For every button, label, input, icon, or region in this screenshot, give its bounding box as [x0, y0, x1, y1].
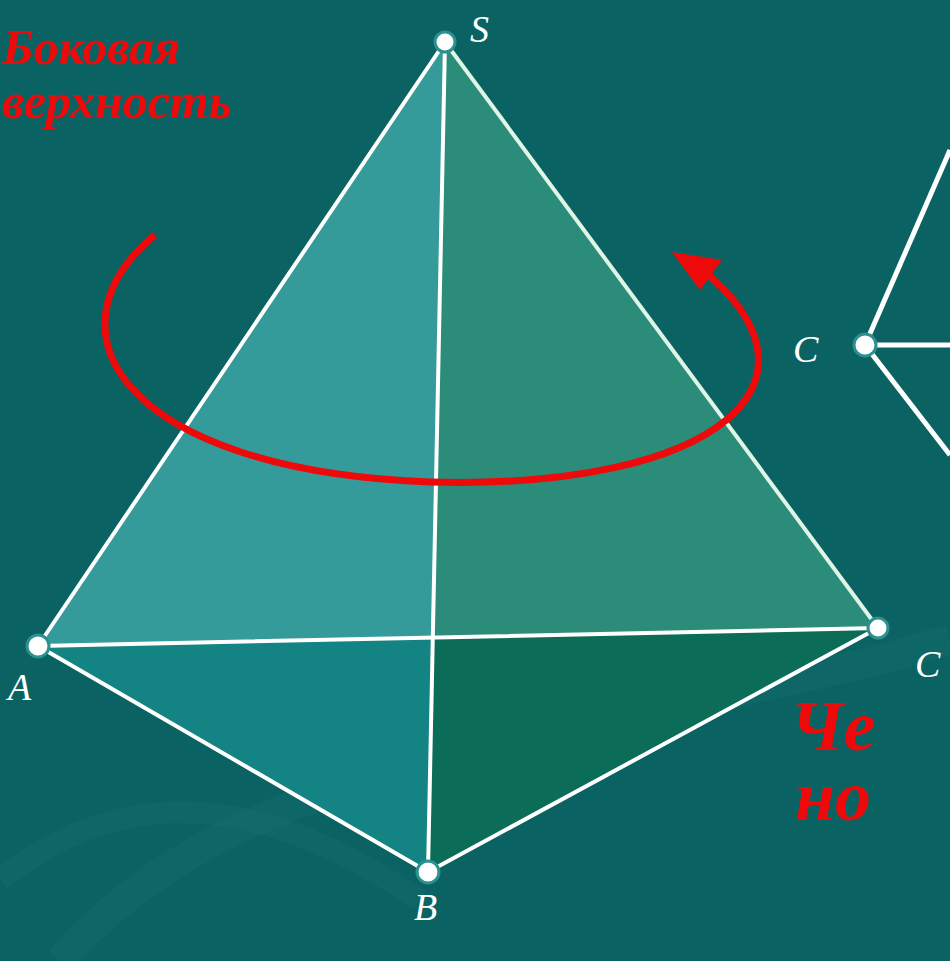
surface-caption: верхность — [2, 76, 232, 126]
vertex-label: A — [8, 668, 31, 706]
vertex-label: C — [915, 645, 940, 683]
pyramid-face — [38, 636, 432, 872]
rotation-arrow — [105, 235, 758, 482]
pyramid-edges — [38, 42, 878, 872]
vertex-label: B — [414, 888, 437, 926]
pyramid-face — [432, 42, 878, 636]
title-fragment: но — [795, 760, 871, 832]
title-fragment: Че — [790, 690, 876, 762]
arrow-head — [672, 252, 722, 290]
pyramid-face — [428, 628, 878, 872]
second-figure — [865, 150, 950, 455]
surface-caption: Боковая — [2, 22, 180, 72]
vertex-label: S — [470, 10, 489, 48]
vertex-label: C — [793, 330, 818, 368]
vertex-dots — [27, 32, 888, 883]
pyramid-face — [38, 42, 445, 646]
pyramid-edge — [445, 42, 878, 628]
